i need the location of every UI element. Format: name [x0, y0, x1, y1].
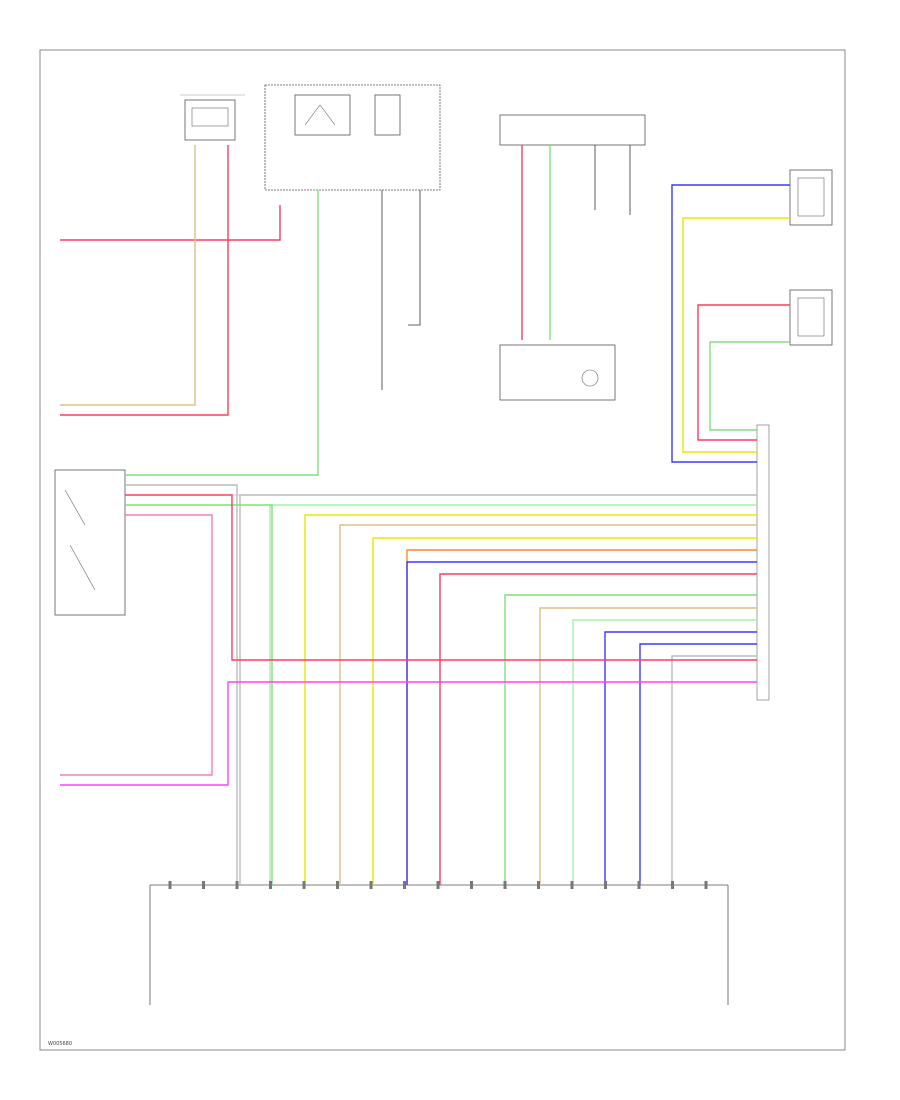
module-terminal-14	[604, 881, 607, 889]
mid-control-unit	[499, 344, 616, 401]
module-terminal-15	[637, 881, 641, 889]
wire-magenta-return	[60, 681, 757, 786]
label-mark-group	[168, 881, 708, 889]
ecm-connector-strip	[756, 424, 770, 701]
module-terminal-2	[202, 881, 205, 889]
wire-group	[60, 145, 790, 885]
wire-bus-5	[372, 537, 757, 885]
bottom-control-module	[149, 884, 729, 1005]
wire-bus-13	[639, 643, 757, 885]
wire-bus-10	[539, 607, 757, 885]
wire-black-switch	[408, 190, 421, 326]
wire-bus-6	[406, 549, 757, 885]
module-terminal-6	[336, 881, 339, 889]
wire-tan-left	[60, 145, 196, 406]
module-terminal-16	[671, 881, 674, 889]
wire-green-center	[125, 190, 319, 476]
wire-green-right	[709, 341, 790, 431]
module-terminal-10	[470, 881, 473, 889]
module-terminal-9	[436, 881, 440, 889]
wire-bus-3	[304, 514, 757, 885]
fuse-block	[499, 114, 646, 146]
wire-bus-11	[572, 619, 757, 885]
wire-bus-8	[439, 573, 757, 885]
wire-bus-4	[339, 524, 757, 885]
wire-pink-switch	[60, 514, 213, 776]
wire-blue-right	[671, 184, 790, 463]
wire-red-switch	[125, 494, 757, 661]
relay-box	[264, 84, 441, 191]
right-relay-top	[789, 169, 833, 226]
diagram-id: W005680	[48, 1041, 72, 1047]
diagram-frame	[39, 49, 846, 1051]
module-terminal-11	[503, 881, 507, 889]
module-terminal-8	[403, 881, 406, 889]
module-terminal-13	[570, 881, 574, 889]
module-terminal-5	[302, 881, 306, 889]
right-relay-bottom	[789, 289, 833, 346]
wire-bus-14	[671, 655, 757, 885]
wire-bus-1	[239, 494, 757, 885]
brake-switch-component	[180, 94, 245, 141]
wire-yellow-right	[682, 217, 790, 453]
wire-bus-7	[406, 561, 757, 885]
wire-bus-12	[604, 631, 757, 885]
wire-bus-9	[504, 594, 757, 885]
module-terminal-7	[369, 881, 373, 889]
wire-green-switch	[125, 504, 273, 885]
wire-red-right	[697, 304, 790, 441]
wire-red-left	[60, 145, 229, 416]
module-terminal-17	[704, 881, 708, 889]
wire-gray-switch	[125, 484, 238, 885]
shift-switch-assembly	[54, 469, 126, 616]
module-terminal-3	[235, 881, 239, 889]
module-terminal-1	[168, 881, 172, 889]
module-terminal-4	[269, 881, 272, 889]
wire-red-top	[60, 205, 281, 241]
module-terminal-12	[537, 881, 540, 889]
